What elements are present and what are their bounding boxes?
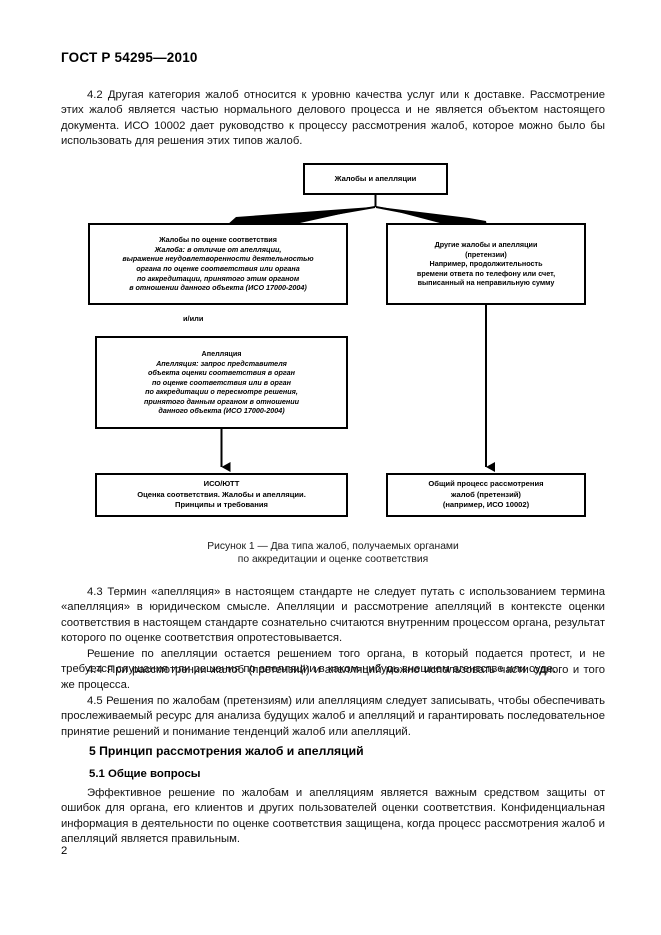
line-6: принятого данным органом в отношении [144, 396, 299, 406]
line-7: данного объекта (ИСО 17000-2004) [158, 406, 285, 416]
line-2: (претензии) [465, 249, 507, 259]
flow-node-appeal: Апелляция Апелляция: запрос представител… [95, 336, 348, 429]
line-3: (например, ИСО 10002) [442, 500, 530, 510]
flow-node-iso-iec-standard: ИСО/ЮТТ Оценка соответствия. Жалобы и ап… [95, 473, 348, 517]
paragraph-4-4: 4.4 При рассмотрении жалоб (претензий) и… [61, 663, 605, 694]
line-4: органа по оценке соответствия или органа [136, 264, 300, 273]
line-1: ИСО/ЮТТ [203, 479, 240, 489]
figure-caption-line-1: Рисунок 1 — Два типа жалоб, получаемых о… [207, 541, 459, 552]
paragraph-4-3-text: 4.3 Термин «апелляция» в настоящем станд… [61, 586, 605, 645]
line-1: Общий процесс рассмотрения [428, 479, 544, 489]
line-3: выражение неудовлетворенности деятельнос… [122, 254, 314, 264]
paragraph-5-1-body: Эффективное решение по жалобам и апелляц… [61, 786, 605, 848]
section-heading-5-1: 5.1 Общие вопросы [89, 768, 201, 780]
line-3: Принципы и требования [175, 500, 268, 510]
flow-node-assessment-complaints: Жалобы по оценке соответствия Жалоба: в … [88, 223, 348, 305]
line-2: Апелляция: запрос представителя [156, 358, 287, 368]
line-4: по оценке соответствия или в орган [152, 377, 291, 387]
line-6: в отношении данного объекта (ИСО 17000-2… [129, 283, 307, 293]
flow-node-root: Жалобы и апелляции [303, 163, 448, 195]
line-2: жалоб (претензий) [451, 489, 521, 499]
flow-node-root-title: Жалобы и апелляции [334, 174, 417, 184]
line-3: объекта оценки соответствия в орган [148, 368, 295, 378]
paragraph-4-2-text: 4.2 Другая категория жалоб относится к у… [61, 89, 605, 148]
line-5: выписанный на неправильную сумму [417, 278, 555, 288]
paragraph-4-4-text: 4.4 При рассмотрении жалоб (претензий) и… [61, 664, 605, 692]
line-1: Жалобы по оценке соответствия [159, 235, 277, 245]
standard-header: ГОСТ Р 54295—2010 [61, 50, 198, 65]
line-2: Жалоба: в отличие от апелляции, [154, 244, 282, 254]
section-heading-5: 5 Принцип рассмотрения жалоб и апелляций [89, 744, 364, 758]
paragraph-4-5-text: 4.5 Решения по жалобам (претензиям) или … [61, 695, 605, 738]
line-5: по аккредитации, принятого этим органом [136, 273, 300, 283]
line-1: Другие жалобы и апелляции [434, 240, 538, 250]
line-3: Например, продолжительность [429, 259, 543, 269]
paragraph-4-3b-text: Решение по апелляции остается решением т… [61, 647, 605, 676]
paragraph-4-5: 4.5 Решения по жалобам (претензиям) или … [61, 694, 605, 740]
line-5: по аккредитации о пересмотре решения, [145, 387, 298, 397]
flow-node-general-process: Общий процесс рассмотрения жалоб (претен… [386, 473, 586, 517]
flow-connector-label-or: и/или [183, 314, 204, 323]
paragraph-5-1-text: Эффективное решение по жалобам и апелляц… [61, 787, 605, 846]
paragraph-4-3: 4.3 Термин «апелляция» в настоящем станд… [61, 585, 605, 677]
line-4: времени ответа по телефону или счет, [416, 268, 556, 278]
line-2: Оценка соответствия. Жалобы и апелляции. [137, 489, 306, 499]
flow-node-other-complaints: Другие жалобы и апелляции (претензии) На… [386, 223, 586, 305]
figure-caption-line-2: по аккредитации и оценке соответствия [237, 554, 429, 566]
figure-1-flowchart: Жалобы и апелляции Жалобы по оценке соот… [0, 155, 661, 530]
line-1: Апелляция [201, 348, 242, 358]
page-number: 2 [61, 845, 68, 857]
paragraph-4-2: 4.2 Другая категория жалоб относится к у… [61, 88, 605, 150]
figure-1-caption: Рисунок 1 — Два типа жалоб, получаемых о… [61, 540, 605, 567]
